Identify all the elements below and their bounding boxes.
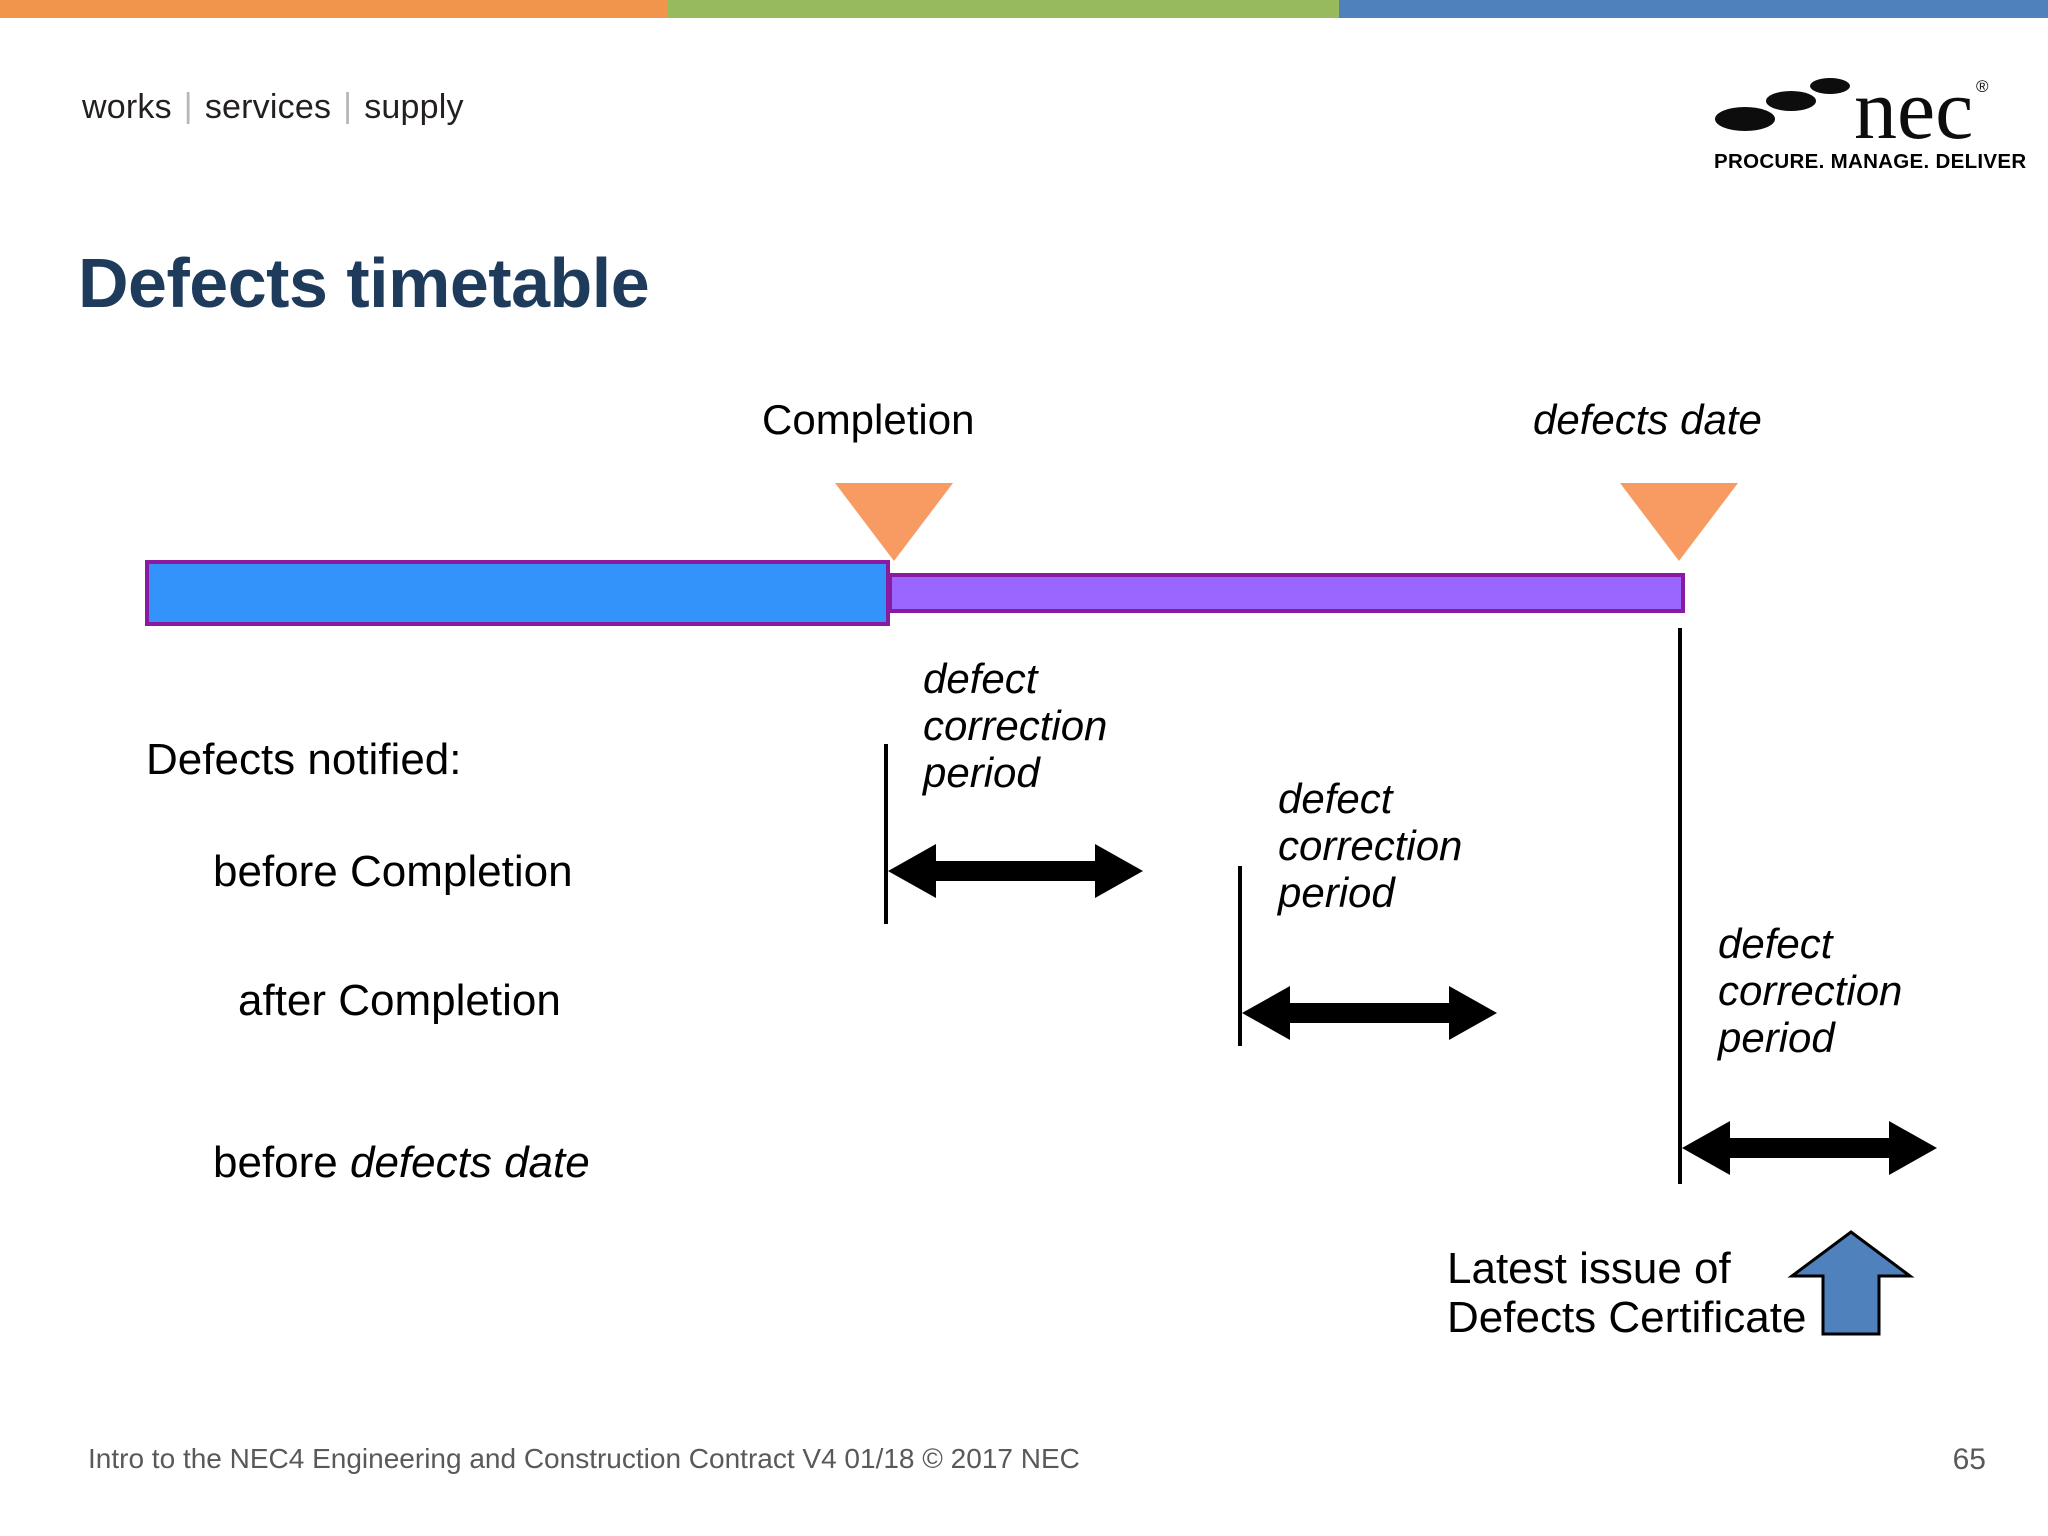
period-3-line-1: defect	[1718, 920, 1833, 967]
top-bar-segment-blue	[1339, 0, 2048, 18]
list-item-before-prefix: before	[213, 1138, 350, 1187]
period-1-double-arrow-icon	[888, 844, 1143, 898]
marker-label-defects-date: defects date	[1533, 396, 1762, 443]
marker-triangle-completion-icon	[835, 483, 953, 561]
period-2-line-2: correction	[1278, 822, 1463, 870]
footer-note: Intro to the NEC4 Engineering and Constr…	[88, 1443, 1080, 1474]
nec-logo-tagline: PROCURE. MANAGE. DELIVER	[1714, 150, 2027, 173]
period-2-guideline	[1238, 866, 1242, 1046]
defects-notified-heading: Defects notified:	[146, 735, 462, 784]
latest-issue-line-2: Defects Certificate	[1447, 1293, 1807, 1343]
period-2-line-3: period	[1278, 869, 1395, 917]
timeline-bar-defects-period	[888, 573, 1685, 613]
brand-tagline-separator-1: |	[183, 87, 193, 125]
timeline-bar-works-period	[145, 560, 890, 626]
up-arrow-icon	[1787, 1230, 1915, 1336]
svg-text:nec: nec	[1854, 66, 1973, 146]
brand-tagline-works: works	[82, 88, 172, 126]
brand-tagline-separator-2: |	[343, 87, 353, 125]
top-bar-segment-orange	[0, 0, 668, 18]
nec-logo: nec ® PROCURE. MANAGE. DELIVER	[1714, 66, 2027, 176]
marker-triangle-defects-date-icon	[1620, 483, 1738, 561]
latest-issue-callout: Latest issue of Defects Certificate	[1447, 1244, 1806, 1343]
period-2-line-1: defect	[1278, 775, 1393, 822]
period-2-double-arrow-icon	[1242, 986, 1497, 1040]
period-1-line-2: correction	[923, 702, 1108, 750]
page-number: 65	[1952, 1443, 1986, 1476]
list-item-after-completion: after Completion	[238, 976, 561, 1025]
svg-text:®: ®	[1976, 77, 1989, 96]
list-item-defects-date-emphasis: defects date	[349, 1138, 590, 1187]
period-1-line-1: defect	[923, 655, 1038, 702]
period-1-line-3: period	[923, 749, 1040, 797]
page-title: Defects timetable	[78, 244, 650, 322]
top-bar-segment-green	[668, 0, 1339, 18]
period-1-label: defect correction period	[923, 655, 1107, 796]
period-3-guideline	[1678, 628, 1682, 1184]
list-item-before-defects-date: before defects date	[213, 1138, 590, 1188]
brand-tagline-supply: supply	[364, 88, 464, 126]
brand-tagline-services: services	[204, 88, 332, 126]
period-1-guideline	[884, 744, 888, 924]
nec-logo-mark-icon: nec ®	[1715, 66, 1989, 146]
brand-tagline: works | services | supply	[82, 87, 464, 127]
list-item-before-completion: before Completion	[213, 847, 573, 896]
latest-issue-line-1: Latest issue of	[1447, 1244, 1731, 1293]
period-3-line-3: period	[1718, 1014, 1835, 1062]
top-color-bar	[0, 0, 2048, 18]
period-3-label: defect correction period	[1718, 920, 1902, 1061]
period-3-double-arrow-icon	[1682, 1121, 1937, 1175]
period-3-line-2: correction	[1718, 967, 1903, 1015]
marker-label-completion: Completion	[762, 396, 975, 443]
period-2-label: defect correction period	[1278, 775, 1462, 916]
